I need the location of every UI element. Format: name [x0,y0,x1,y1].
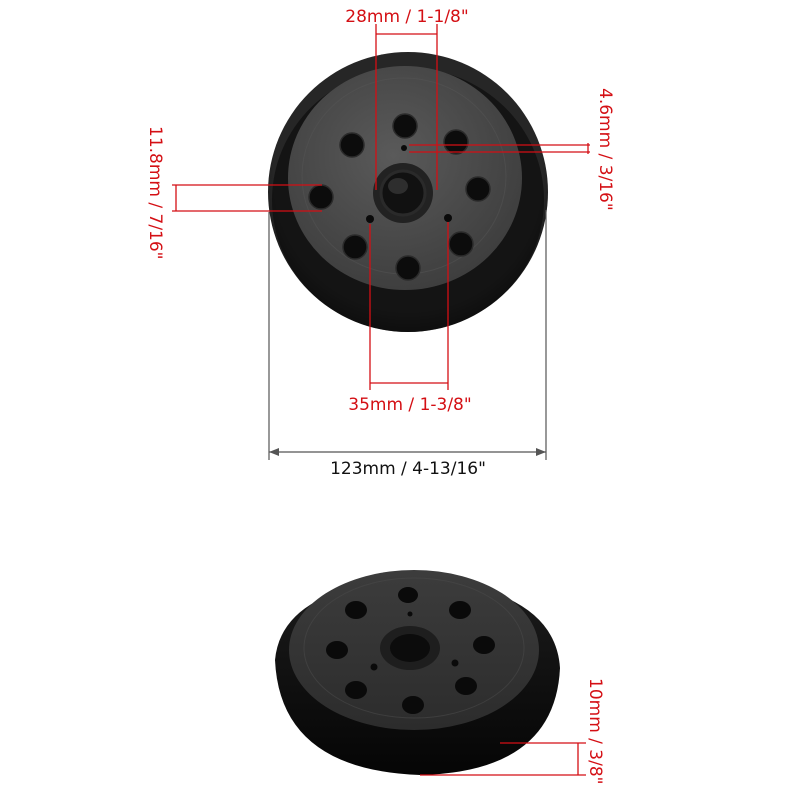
screw-spacing-label: 35mm / 1-3/8" [348,395,471,415]
dust-hole-2 [443,129,469,155]
side-dust-hole-7 [398,587,418,603]
side-dust-hole-1 [345,601,367,619]
side-dust-hole-5 [345,681,367,699]
side-dust-hole-2 [449,601,471,619]
sanding-pad-top-view [268,52,548,332]
pad-diameter-label: 123mm / 4-13/16" [330,459,486,479]
side-dust-hole-3 [326,641,348,659]
hub-inner [379,169,427,217]
dust-hole-8 [339,132,365,158]
hub-highlight [388,178,408,194]
sanding-pad-side-view [275,570,560,775]
hub-width-label: 28mm / 1-1/8" [345,7,468,27]
dust-hole-4 [448,231,474,257]
hole-diameter-label: 11.8mm / 7/16" [145,126,165,260]
center-hole-label: 4.6mm / 3/16" [595,88,615,211]
side-hub-inner [390,634,430,662]
dust-hole-3 [465,176,491,202]
dust-hole-7 [308,184,334,210]
dust-hole-1 [392,113,418,139]
top-dimensions: 28mm / 1-1/8" 4.6mm / 3/16" 11.8mm / 7/1… [145,7,615,479]
thickness-label: 10mm / 3/8" [585,678,605,784]
side-center-small-hole [407,611,413,617]
bottom-dimensions: 10mm / 3/8" [420,678,605,784]
screw-hole-right [444,214,452,222]
dust-holes-side [326,587,495,714]
center-small-hole [401,145,407,151]
pad-diameter-arrow-right [536,448,546,456]
dust-holes-top [308,113,491,281]
side-dust-hole-4 [473,636,495,654]
side-dust-hole-8 [402,696,424,714]
pad-side-face-ring [303,577,525,719]
dust-hole-6 [342,234,368,260]
side-screw-hole-right [451,659,459,667]
side-screw-hole-left [370,663,378,671]
dust-hole-5 [395,255,421,281]
pad-diameter-arrow-left [269,448,279,456]
side-dust-hole-6 [455,677,477,695]
screw-hole-left [366,215,374,223]
